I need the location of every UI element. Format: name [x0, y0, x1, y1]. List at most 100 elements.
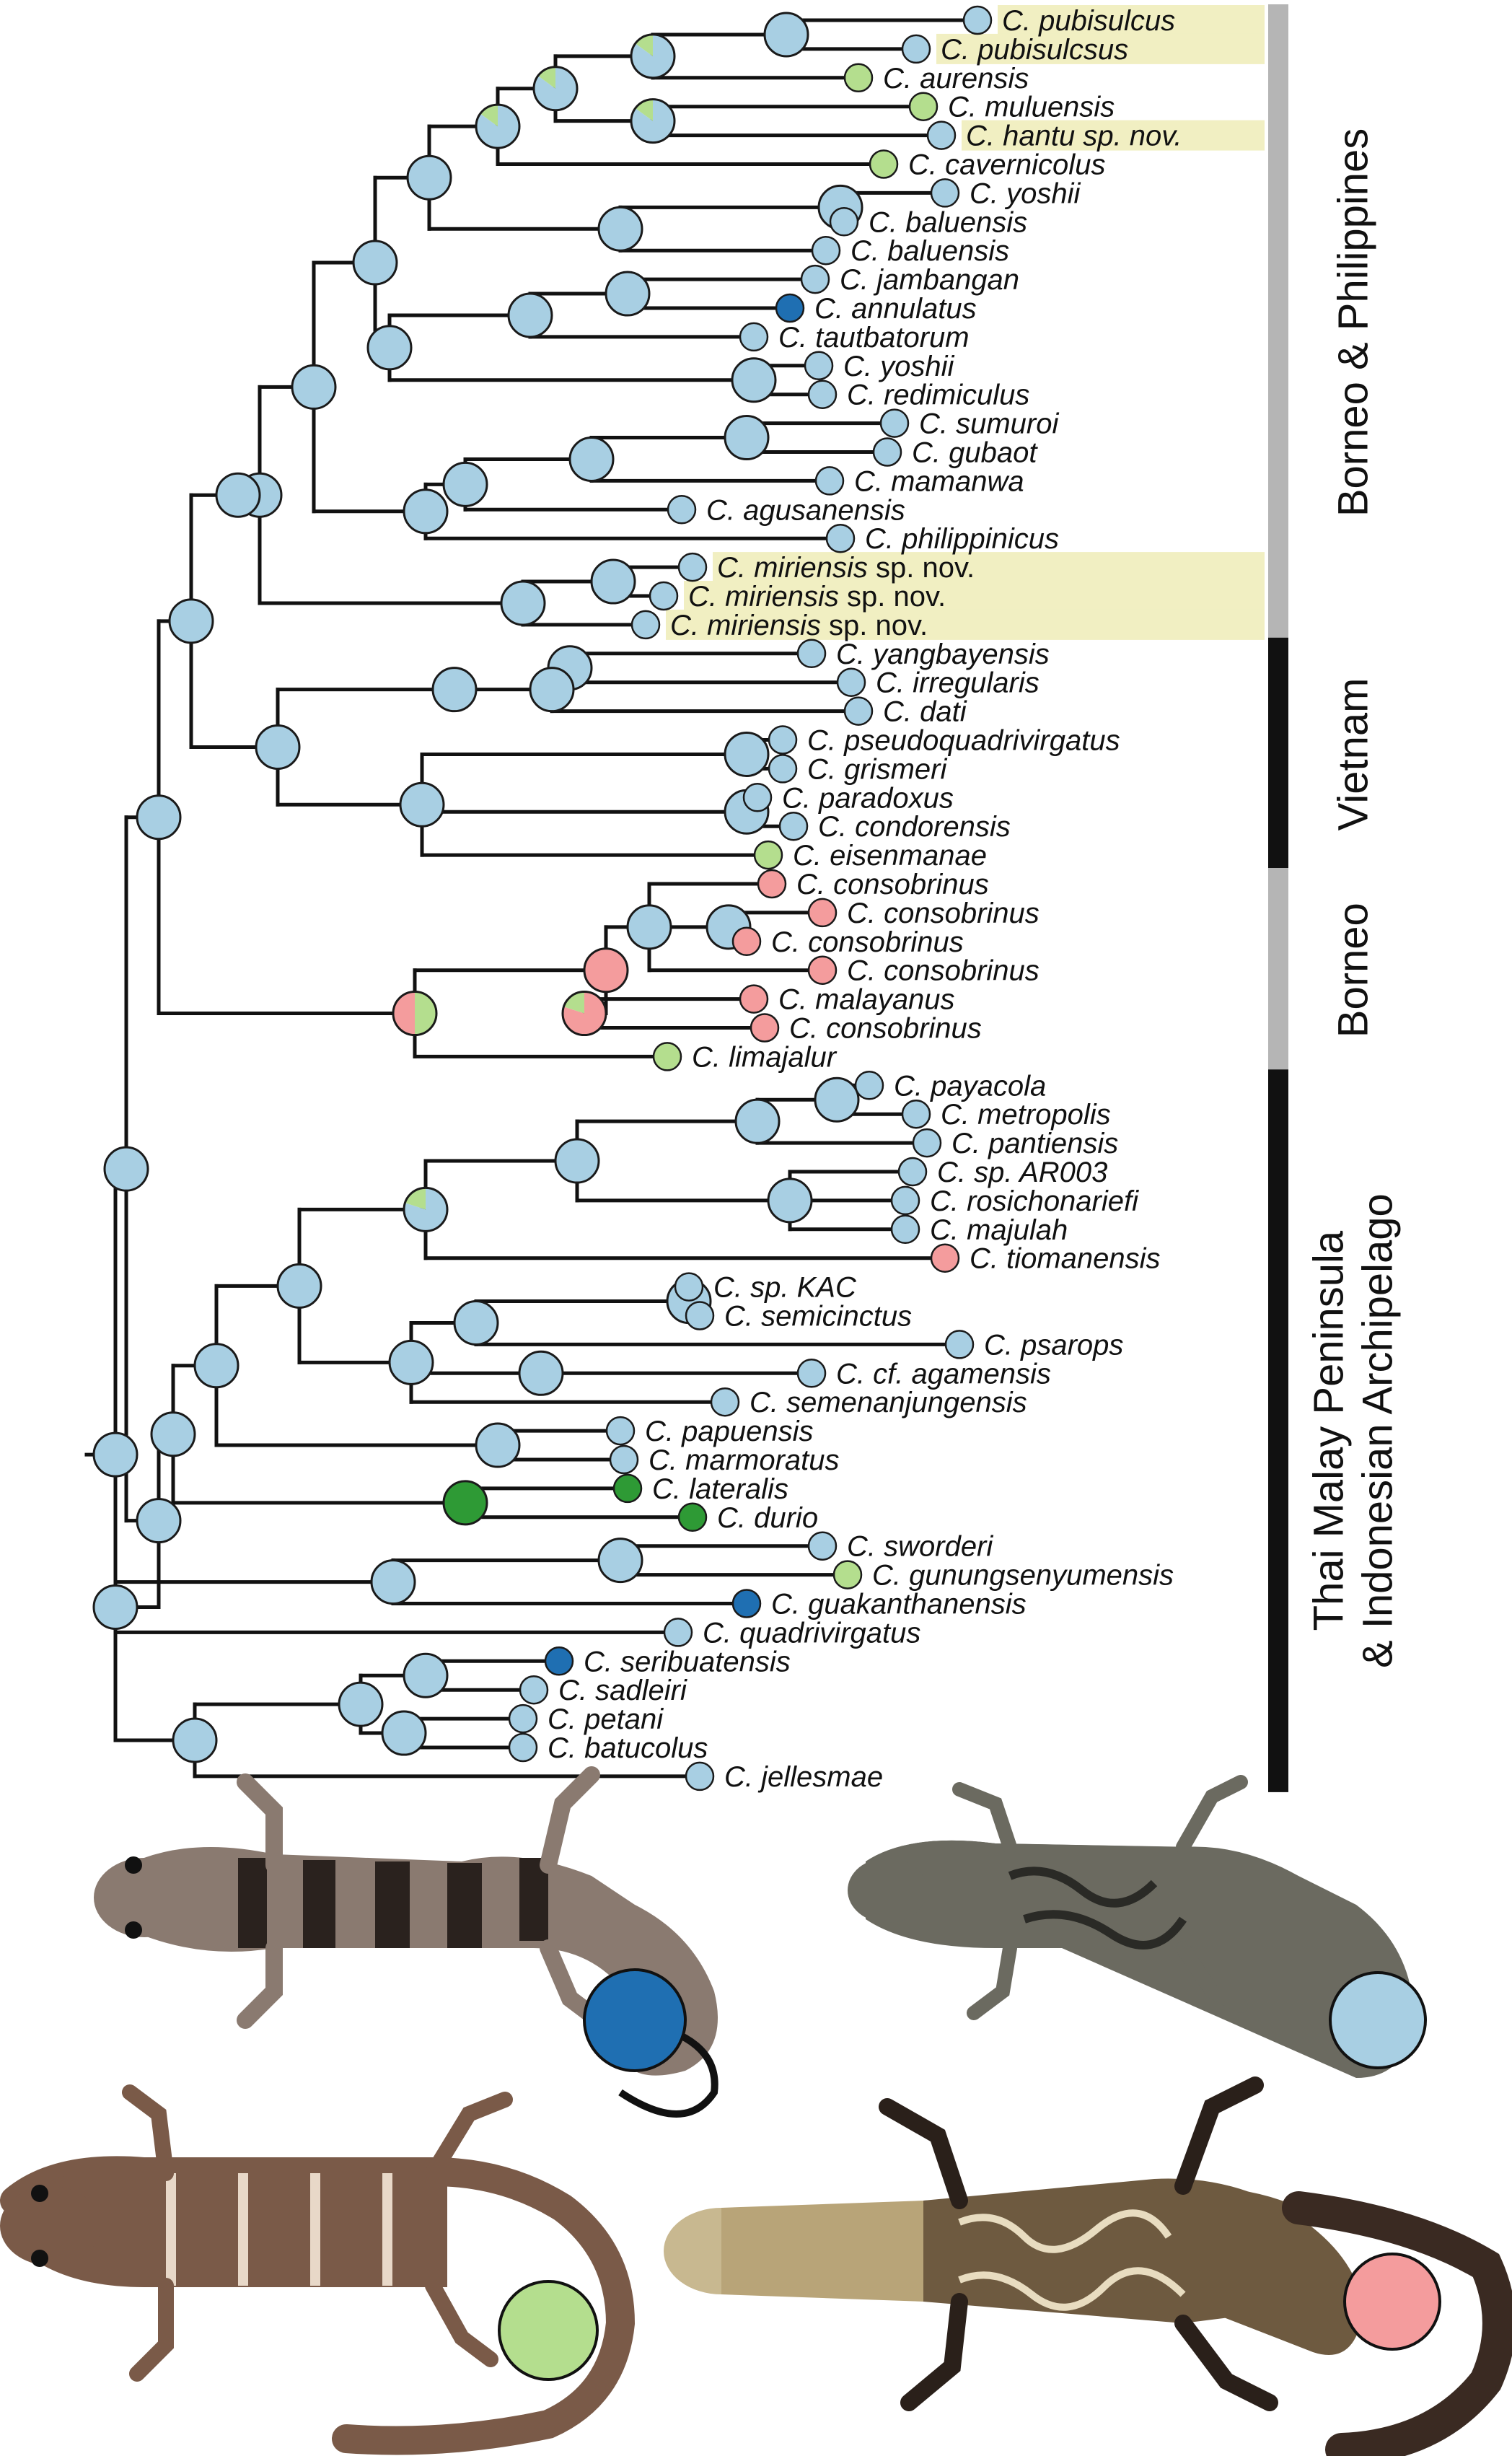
tip-state-dot	[843, 696, 874, 726]
tip-species-name: C. sumuroi	[919, 408, 1059, 440]
node-pie	[767, 1177, 813, 1224]
node-pie	[255, 724, 301, 770]
tip-state-dot	[508, 1732, 538, 1763]
tip-state-dot	[890, 1214, 920, 1245]
tip-label: C. cavernicolus	[908, 149, 1105, 181]
new-species-highlight	[713, 552, 1265, 583]
tip: C. mamanwa	[814, 465, 1024, 497]
region-label: Borneo & Philippines	[1329, 128, 1376, 517]
tip-state-dot	[677, 1502, 708, 1532]
tip-species-name: C. hantu sp. nov.	[966, 120, 1182, 152]
tip-state-dot	[609, 1444, 639, 1475]
node-pie	[172, 1717, 218, 1763]
node-pie	[442, 461, 488, 507]
node-pie	[193, 1343, 239, 1389]
tip-state-dot	[843, 63, 874, 93]
new-species-highlight	[684, 581, 1265, 611]
tip-species-name: C. mamanwa	[854, 465, 1024, 497]
region-label: Borneo	[1329, 903, 1376, 1038]
tip-label: C. muluensis	[948, 92, 1115, 123]
tip-species-name: C. majulah	[930, 1214, 1068, 1246]
tip-label: C. limajalur	[692, 1041, 838, 1073]
node-pie	[168, 598, 214, 644]
node-pie	[338, 1681, 384, 1727]
tip-label: C. seribuatensis	[584, 1646, 791, 1677]
tip: C. philippinicus	[825, 523, 1059, 555]
tip: C. pubisulcsus	[901, 34, 1128, 66]
tip: C. sworderi	[807, 1531, 993, 1563]
tip-state-dot	[649, 581, 679, 611]
tip: C. irregularis	[836, 667, 1040, 699]
tip-label: C. metropolis	[941, 1099, 1111, 1131]
tip-label: C. batucolus	[548, 1732, 708, 1764]
tip: C. cf. agamensis	[796, 1358, 1051, 1390]
node-pie	[103, 1146, 149, 1192]
node-pie	[150, 1411, 196, 1457]
tip-label: C. jellesmae	[724, 1761, 883, 1793]
node-pie	[136, 794, 182, 841]
tip-state-dot	[811, 235, 841, 266]
node-pie	[734, 1098, 781, 1144]
tip-label: C. semenanjungensis	[750, 1387, 1027, 1418]
tip-species-name: C. limajalur	[692, 1041, 838, 1073]
tip: C. baluensis	[829, 206, 1027, 238]
tip-state-dot	[685, 1301, 715, 1330]
tip-state-dot	[807, 380, 838, 409]
tip-label: C. pubisulcsus	[941, 34, 1128, 66]
lizard-marbled-gray	[848, 1775, 1414, 2078]
tip-state-dot	[930, 178, 960, 208]
state-legend-circle	[1343, 2253, 1441, 2351]
tip-label: C. sadleiri	[558, 1675, 687, 1706]
pie-outline	[403, 1186, 449, 1232]
tip-species-name: C. eisenmanae	[793, 840, 987, 872]
tip: C. sp. AR003	[897, 1157, 1107, 1188]
tip-state-dot	[796, 639, 827, 669]
tip-species-name: C. consobrinus	[771, 926, 964, 958]
tip-label: C. yoshii	[970, 177, 1081, 209]
tip-species-name: C. rosichonariefi	[930, 1185, 1139, 1217]
node-pie	[92, 1431, 139, 1478]
pie-slice	[563, 991, 584, 1014]
tip: C. cavernicolus	[869, 149, 1105, 181]
tip-label: C. miriensis sp. nov.	[717, 552, 975, 584]
tip: C. lateralis	[612, 1473, 788, 1505]
tip-label: C. yoshii	[843, 351, 954, 382]
ancestral-state-pies-layer	[92, 12, 863, 1763]
lizard-striped-brown	[0, 2084, 636, 2455]
node-pie	[475, 1422, 521, 1468]
tip: C. durio	[677, 1502, 818, 1534]
tip-state-dot	[768, 754, 798, 784]
tip-species-name: C. yoshii	[970, 177, 1081, 209]
tip-species-name: C. irregularis	[876, 667, 1040, 699]
tip-state-dot	[807, 1531, 838, 1561]
tip-label: C. redimiculus	[847, 380, 1029, 411]
node-pie	[381, 1710, 427, 1756]
region-label: & Indonesian Archipelago	[1354, 1193, 1401, 1668]
tip-species-name: C. quadrivirgatus	[703, 1617, 920, 1649]
tip: C. baluensis	[811, 235, 1009, 267]
node-pie	[532, 66, 579, 112]
node-pie	[215, 472, 261, 518]
region-label: Vietnam	[1329, 678, 1376, 831]
tip-label: C. marmoratus	[649, 1444, 840, 1476]
tip-state-dot	[872, 437, 902, 467]
node-pie	[388, 1339, 434, 1385]
tip: C. eisenmanae	[753, 840, 987, 872]
tip: C. malayanus	[739, 984, 955, 1016]
tip-species-name: C. pseudoquadrivirgatus	[807, 725, 1120, 757]
tip-species-name: C. pubisulcus	[1002, 5, 1175, 37]
tip-label: C. cf. agamensis	[836, 1358, 1051, 1390]
tip: C. redimiculus	[807, 380, 1029, 411]
tip-label: C. semicinctus	[724, 1301, 912, 1333]
tip-state-dot	[800, 264, 830, 294]
tip-state-dot	[757, 869, 787, 899]
tip-label: C. paradoxus	[782, 782, 954, 814]
tip-label: C. baluensis	[869, 206, 1027, 238]
node-pie	[403, 1652, 449, 1698]
tip-label: C. yangbayensis	[836, 639, 1050, 670]
tip: C. grismeri	[768, 753, 947, 785]
tip-state-dot	[829, 207, 859, 237]
